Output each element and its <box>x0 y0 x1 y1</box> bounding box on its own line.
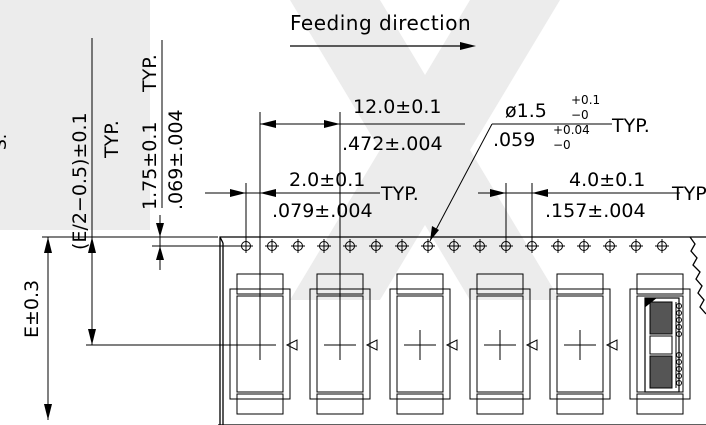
hole-dia-in-upper: +0.04 <box>553 123 590 137</box>
pocket-pitch-dimension: 12.0±0.1 .472±.004 <box>259 96 465 330</box>
hole-dia-in: .059 <box>493 129 535 151</box>
cut-text: S. <box>0 134 11 150</box>
hole-dia-mm: ø1.5 <box>505 100 547 122</box>
hole-dia-mm-lower: −0 <box>571 108 589 122</box>
hole-dia-mm-upper: +0.1 <box>571 93 600 107</box>
edge-distance-typ: TYP. <box>139 54 161 93</box>
pocket-pitch-mm: 12.0±0.1 <box>353 96 441 118</box>
hole-dia-in-lower: −0 <box>553 138 571 152</box>
center-distance-label: (E/2−0.5)±0.1 <box>69 112 91 250</box>
pocket-3 <box>389 273 458 415</box>
width-label: E±0.3 <box>21 280 43 338</box>
feeding-direction-label: Feeding direction <box>290 11 471 35</box>
hole-pitch-in: .157±.004 <box>545 200 646 222</box>
offset-dimension: 2.0±0.1 TYP. .079±.004 <box>205 169 419 240</box>
hole-pitch-typ: TYP <box>671 183 706 205</box>
pocket-1 <box>229 273 298 415</box>
carrier-tape-outline <box>218 236 706 425</box>
edge-distance-inch: .069±.004 <box>165 109 187 210</box>
offset-in: .079±.004 <box>272 200 373 222</box>
hole-diameter-callout: ø1.5 +0.1 −0 TYP. .059 +0.04 −0 <box>429 93 650 242</box>
offset-typ: TYP. <box>380 183 419 205</box>
pocket-pitch-in: .472±.004 <box>342 133 443 155</box>
feeding-direction-arrow <box>290 42 476 50</box>
hole-pitch-mm: 4.0±0.1 <box>569 169 645 191</box>
hole-pitch-dimension: 4.0±0.1 TYP .157±.004 <box>478 169 706 240</box>
pocket-4 <box>469 273 538 415</box>
hole-typ: TYP. <box>611 115 650 137</box>
offset-mm: 2.0±0.1 <box>289 169 365 191</box>
edge-distance-label: 1.75±0.1 <box>139 122 161 210</box>
pocket-5 <box>549 273 618 415</box>
edge-distance-dimension: 1.75±0.1 TYP. .069±.004 <box>139 40 244 270</box>
center-distance-typ: TYP. <box>101 120 123 159</box>
sprocket-holes <box>239 239 669 253</box>
pocket-6-with-connector <box>629 273 691 415</box>
width-dimension: E±0.3 <box>21 236 218 420</box>
watermark <box>0 0 560 300</box>
center-distance-dimension: (E/2−0.5)±0.1 TYP. <box>69 38 260 346</box>
